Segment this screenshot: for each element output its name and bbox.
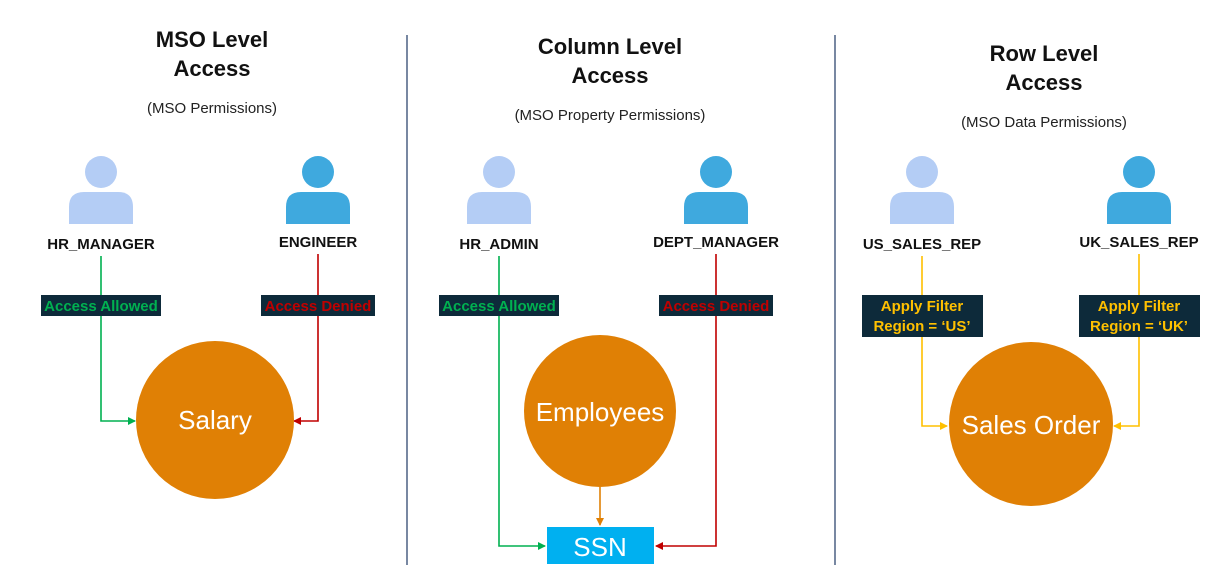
user-label: ENGINEER [279, 234, 358, 251]
section-title: Access [173, 56, 250, 81]
denied-arrow [655, 254, 717, 550]
user-label: UK_SALES_REP [1079, 234, 1198, 251]
user-icon [69, 156, 133, 224]
user-label: HR_MANAGER [47, 236, 155, 253]
salary-node [136, 341, 294, 499]
user-icon [684, 156, 748, 224]
ssn-field-box [547, 527, 654, 564]
filter-arrow [1113, 254, 1140, 430]
filter-badge-uk [1079, 295, 1200, 337]
section-title: MSO Level [156, 27, 268, 52]
section-subtitle: (MSO Property Permissions) [515, 107, 706, 124]
user-label: US_SALES_REP [863, 236, 981, 253]
access-denied-label: Access Denied [265, 298, 372, 315]
section-title: Access [571, 63, 648, 88]
ssn-field-label: SSN [573, 532, 626, 562]
access-denied-badge [659, 295, 773, 316]
sales-order-node-label: Sales Order [962, 410, 1101, 440]
filter-badge-condition: Region = ‘UK’ [1090, 318, 1188, 335]
employees-node-label: Employees [536, 397, 665, 427]
section-title: Row Level [990, 41, 1099, 66]
access-allowed-badge [439, 295, 559, 316]
filter-badge-label: Apply Filter [1098, 298, 1181, 315]
employees-node [524, 335, 676, 487]
section-mso-level: MSO Level Access (MSO Permissions) HR_MA… [41, 27, 375, 499]
user-icon [890, 156, 954, 224]
filter-arrow [921, 256, 948, 430]
user-label: HR_ADMIN [459, 236, 538, 253]
section-title: Access [1005, 70, 1082, 95]
section-column-level: Column Level Access (MSO Property Permis… [439, 34, 779, 564]
section-row-level: Row Level Access (MSO Data Permissions) … [862, 41, 1200, 506]
section-title: Column Level [538, 34, 682, 59]
user-icon [467, 156, 531, 224]
user-icon [286, 156, 350, 224]
section-subtitle: (MSO Permissions) [147, 100, 277, 117]
access-allowed-label: Access Allowed [44, 298, 158, 315]
access-denied-badge [261, 295, 375, 316]
allowed-arrow [498, 256, 546, 550]
allowed-arrow [100, 256, 136, 425]
access-allowed-badge [41, 295, 161, 316]
user-icon [1107, 156, 1171, 224]
salary-node-label: Salary [178, 405, 252, 435]
filter-badge-us [862, 295, 983, 337]
filter-badge-condition: Region = ‘US’ [873, 318, 970, 335]
user-label: DEPT_MANAGER [653, 234, 779, 251]
filter-badge-label: Apply Filter [881, 298, 964, 315]
sales-order-node [949, 342, 1113, 506]
access-allowed-label: Access Allowed [442, 298, 556, 315]
section-subtitle: (MSO Data Permissions) [961, 114, 1127, 131]
access-denied-label: Access Denied [663, 298, 770, 315]
denied-arrow [293, 254, 319, 425]
